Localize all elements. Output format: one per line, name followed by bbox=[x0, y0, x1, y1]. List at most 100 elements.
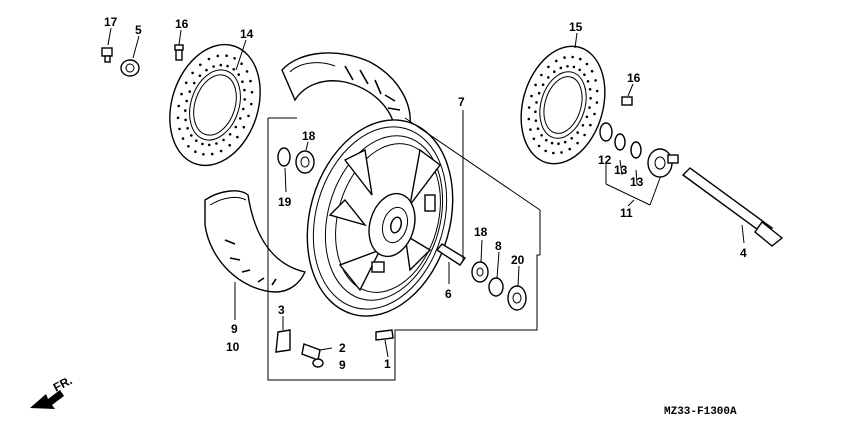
disc-hole bbox=[240, 62, 243, 65]
disc-hole bbox=[588, 88, 592, 91]
disc-hole bbox=[226, 64, 229, 68]
disc-hole bbox=[576, 141, 579, 145]
callout-2: 2 bbox=[339, 341, 346, 355]
disc-hole bbox=[563, 56, 566, 59]
disc-hole bbox=[557, 142, 560, 145]
disc-hole bbox=[595, 101, 599, 104]
disc-hole bbox=[527, 117, 531, 121]
bearing-18-upper bbox=[295, 150, 315, 174]
disc-hole bbox=[530, 94, 533, 98]
disc-hole bbox=[212, 65, 215, 68]
disc-hole bbox=[589, 97, 592, 100]
disc-hole bbox=[219, 63, 223, 67]
front-label: FR. bbox=[51, 373, 75, 394]
disc-hole bbox=[553, 70, 556, 73]
disc-hole bbox=[201, 142, 204, 146]
dust-seal-13a bbox=[614, 133, 626, 151]
disc-hole bbox=[243, 98, 246, 101]
disc-hole bbox=[236, 135, 239, 139]
disc-hole bbox=[234, 125, 238, 129]
disc-hole bbox=[534, 110, 537, 113]
disc-hole bbox=[219, 149, 223, 153]
disc-hole bbox=[576, 131, 579, 134]
disc-hole bbox=[228, 143, 231, 147]
disc-hole bbox=[527, 106, 531, 109]
disc-hole bbox=[210, 152, 214, 156]
disc-hole bbox=[188, 90, 191, 93]
disc-hole bbox=[541, 83, 545, 86]
disc-hole bbox=[563, 140, 567, 144]
disc-hole bbox=[583, 73, 586, 76]
disc-hole bbox=[588, 106, 591, 109]
disc-hole bbox=[540, 134, 543, 137]
bolt-16-left bbox=[174, 44, 184, 61]
disc-hole bbox=[583, 133, 586, 137]
disc-hole bbox=[176, 116, 180, 120]
bolt-17 bbox=[101, 47, 113, 63]
disc-hole bbox=[180, 92, 183, 96]
disc-hole bbox=[544, 149, 547, 153]
callout-14: 14 bbox=[240, 27, 254, 41]
callout-4: 4 bbox=[740, 246, 747, 260]
front-wheel-rim bbox=[306, 119, 454, 317]
callout-1: 1 bbox=[384, 357, 391, 371]
disc-hole bbox=[586, 80, 590, 83]
disc-hole bbox=[581, 124, 585, 127]
tire-lower-section bbox=[204, 190, 306, 293]
dust-seal-13b bbox=[630, 141, 642, 159]
disc-hole bbox=[177, 104, 180, 108]
callout-19: 19 bbox=[278, 195, 292, 209]
disc-hole bbox=[215, 142, 218, 145]
callout-17: 17 bbox=[104, 15, 118, 29]
callout-9: 9 bbox=[231, 322, 238, 336]
disc-hole bbox=[195, 139, 198, 142]
disc-hole bbox=[239, 117, 242, 120]
brake-disc-right bbox=[520, 45, 606, 165]
spacer-6 bbox=[435, 243, 467, 266]
front-direction-arrow: FR. bbox=[30, 373, 74, 409]
diagram-code: MZ33-F1300A bbox=[664, 406, 737, 418]
valve-cap-3 bbox=[275, 329, 291, 353]
disc-hole bbox=[532, 137, 536, 141]
disc-hole bbox=[194, 150, 197, 153]
disc-hole bbox=[570, 137, 573, 140]
disc-hole bbox=[247, 114, 250, 118]
axle-4 bbox=[681, 167, 784, 247]
disc-hole bbox=[572, 65, 576, 69]
disc-hole bbox=[199, 63, 202, 67]
disc-hole bbox=[595, 89, 599, 93]
disc-hole bbox=[207, 143, 211, 147]
disc-hole bbox=[250, 102, 253, 106]
disc-hole bbox=[233, 57, 236, 60]
disc-hole bbox=[205, 68, 208, 72]
disc-hole bbox=[545, 138, 548, 142]
callout-9: 9 bbox=[339, 358, 346, 372]
disc-hole bbox=[222, 138, 225, 142]
disc-hole bbox=[185, 99, 188, 103]
disc-hole bbox=[550, 141, 554, 145]
callout-numbers: 17 5 16 14 18 19 7 15 16 12 13 13 11 4 1… bbox=[104, 15, 747, 372]
disc-hole bbox=[190, 134, 193, 137]
bolt-16-right bbox=[621, 96, 633, 106]
callout-6: 6 bbox=[445, 287, 452, 301]
callout-18: 18 bbox=[474, 225, 488, 239]
callout-12: 12 bbox=[598, 153, 612, 167]
callout-16: 16 bbox=[627, 71, 641, 85]
disc-hole bbox=[593, 112, 596, 116]
disc-hole bbox=[585, 115, 589, 119]
disc-hole bbox=[536, 127, 540, 130]
disc-hole bbox=[207, 57, 211, 61]
callout-11: 11 bbox=[620, 206, 633, 220]
gearbox-11 bbox=[647, 148, 679, 178]
brake-disc-left bbox=[169, 43, 261, 167]
disc-hole bbox=[537, 144, 541, 148]
disc-hole bbox=[535, 101, 538, 104]
assembly-boundary bbox=[267, 117, 541, 381]
disc-hole bbox=[534, 119, 538, 122]
disc-hole bbox=[191, 71, 194, 75]
disc-hole bbox=[245, 70, 249, 73]
collar-12 bbox=[599, 122, 613, 142]
callout-13: 13 bbox=[630, 175, 644, 189]
disc-hole bbox=[560, 151, 563, 154]
disc-hole bbox=[243, 88, 246, 92]
